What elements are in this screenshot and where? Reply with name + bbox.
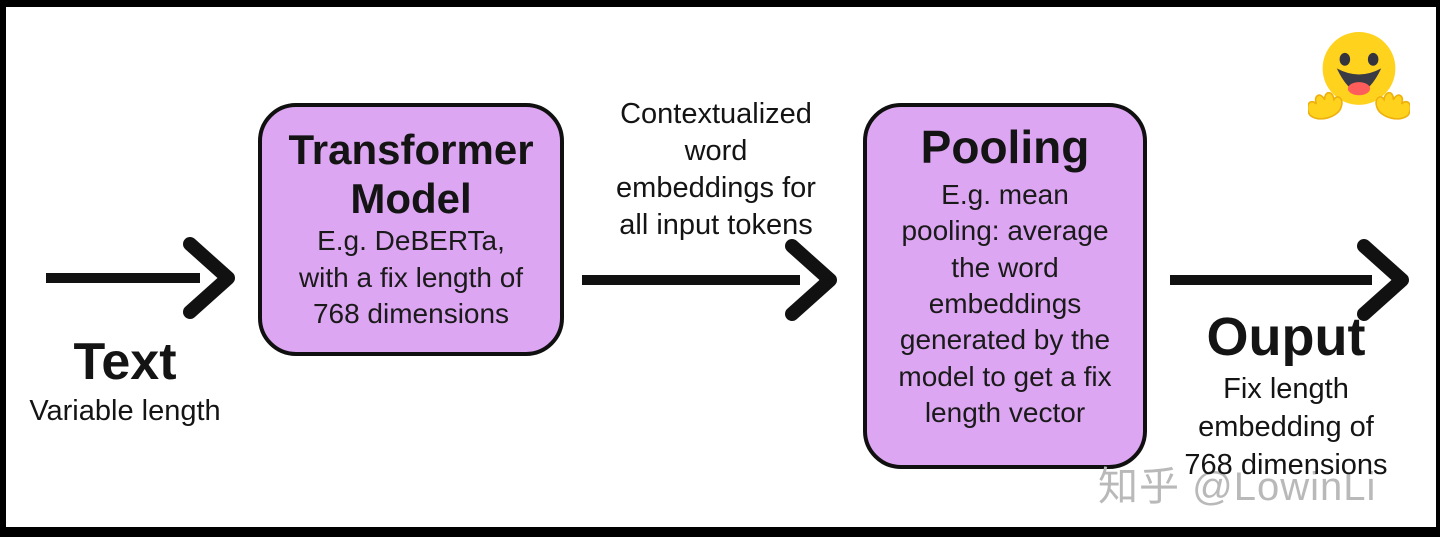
pooling-box-title: Pooling [920, 121, 1090, 173]
input-label: Text Variable length [18, 333, 232, 429]
transformer-box-body: E.g. DeBERTa, with a fix length of 768 d… [298, 225, 524, 330]
input-label-title: Text [73, 333, 177, 391]
input-label-subtitle: Variable length [29, 395, 221, 428]
input-arrow-icon [46, 237, 235, 319]
pooling-box-body: E.g. mean pooling: average the word embe… [898, 178, 1112, 429]
transformer-model-box: Transformer Model E.g. DeBERTa, with a f… [258, 103, 564, 356]
output-label: Ouput Fix length embedding of 768 dimens… [1160, 307, 1412, 484]
pooling-box: Pooling E.g. mean pooling: average the w… [863, 103, 1147, 469]
output-label-title: Ouput [1206, 307, 1366, 367]
transformer-box-title: Transformer Model [288, 126, 534, 223]
diagram-canvas [6, 7, 1436, 527]
embeddings-label: Contextualized word embeddings for all i… [616, 98, 816, 242]
hugging-face-icon [1308, 32, 1410, 120]
embeddings-arrow-icon [582, 239, 837, 321]
output-arrow-icon [1170, 239, 1409, 321]
output-label-body: Fix length embedding of 768 dimensions [1184, 373, 1388, 481]
watermark: 知乎 @LowinLi [1098, 465, 1377, 509]
